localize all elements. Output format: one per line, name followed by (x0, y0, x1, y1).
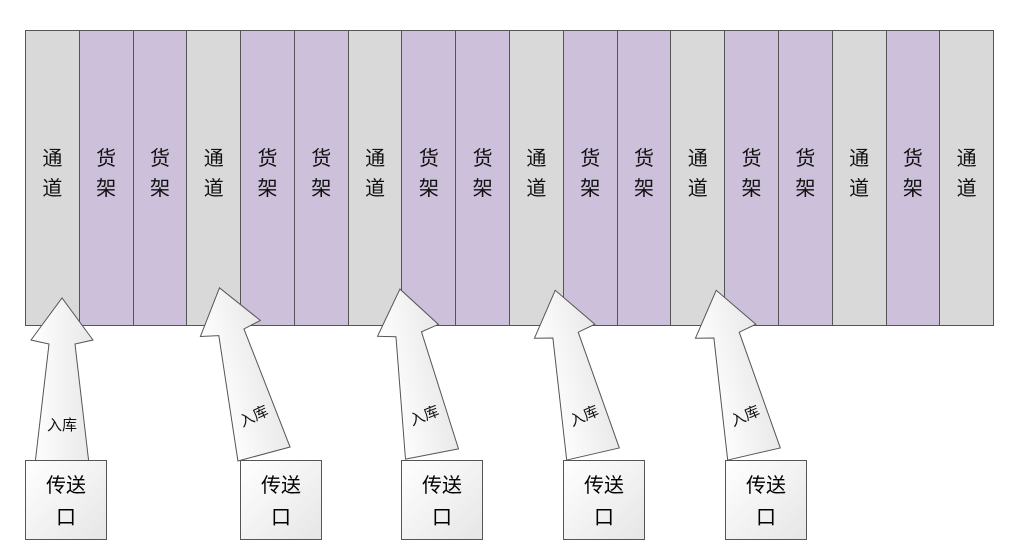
column-label: 通道 (956, 146, 977, 200)
shelf-column: 货架 (617, 31, 672, 325)
inbound-arrow: 入库 (376, 288, 460, 460)
column-label: 货架 (311, 146, 332, 200)
shelf-column: 货架 (725, 31, 779, 325)
arrow-up-icon (30, 297, 94, 465)
inbound-arrow: 入库 (30, 297, 94, 465)
aisle-column: 通道 (832, 31, 887, 325)
shelf-column: 货架 (778, 31, 833, 325)
column-label: 货架 (96, 146, 117, 200)
arrow-label: 入库 (47, 416, 77, 434)
shelf-column: 货架 (456, 31, 511, 325)
aisle-column: 通道 (940, 31, 994, 325)
inbound-arrow: 入库 (199, 287, 291, 462)
column-label: 货架 (472, 146, 493, 200)
inbound-arrow: 入库 (694, 289, 781, 461)
column-label: 通道 (687, 146, 708, 200)
inbound-arrow: 入库 (533, 289, 620, 461)
column-label: 货架 (418, 146, 439, 200)
arrow-up-icon (694, 289, 781, 461)
column-label: 货架 (633, 146, 654, 200)
warehouse-layout: 通道货架货架通道货架货架通道货架货架通道货架货架通道货架货架通道货架通道 (25, 30, 994, 326)
conveyor-port-2: 传送口 (240, 460, 322, 540)
column-label: 通道 (42, 146, 63, 200)
conveyor-port-1: 传送口 (25, 460, 107, 540)
aisle-column: 通道 (26, 31, 80, 325)
shelf-column: 货架 (886, 31, 941, 325)
aisle-column: 通道 (187, 31, 242, 325)
column-label: 货架 (257, 146, 278, 200)
column-label: 货架 (149, 146, 170, 200)
column-label: 货架 (902, 146, 923, 200)
column-label: 通道 (849, 146, 870, 200)
shelf-column: 货架 (294, 31, 349, 325)
shelf-column: 货架 (563, 31, 618, 325)
aisle-column: 通道 (510, 31, 564, 325)
column-label: 通道 (526, 146, 547, 200)
shelf-column: 货架 (133, 31, 188, 325)
column-label: 货架 (580, 146, 601, 200)
arrow-up-icon (199, 287, 291, 462)
column-label: 通道 (203, 146, 224, 200)
shelf-column: 货架 (402, 31, 457, 325)
conveyor-port-5: 传送口 (725, 460, 807, 540)
conveyor-port-3: 传送口 (401, 460, 483, 540)
arrow-up-icon (376, 288, 460, 460)
shelf-column: 货架 (241, 31, 295, 325)
arrow-up-icon (533, 289, 620, 461)
conveyor-port-4: 传送口 (563, 460, 645, 540)
aisle-column: 通道 (671, 31, 726, 325)
column-label: 通道 (365, 146, 386, 200)
shelf-column: 货架 (79, 31, 134, 325)
column-label: 货架 (741, 146, 762, 200)
column-label: 货架 (795, 146, 816, 200)
aisle-column: 通道 (348, 31, 403, 325)
